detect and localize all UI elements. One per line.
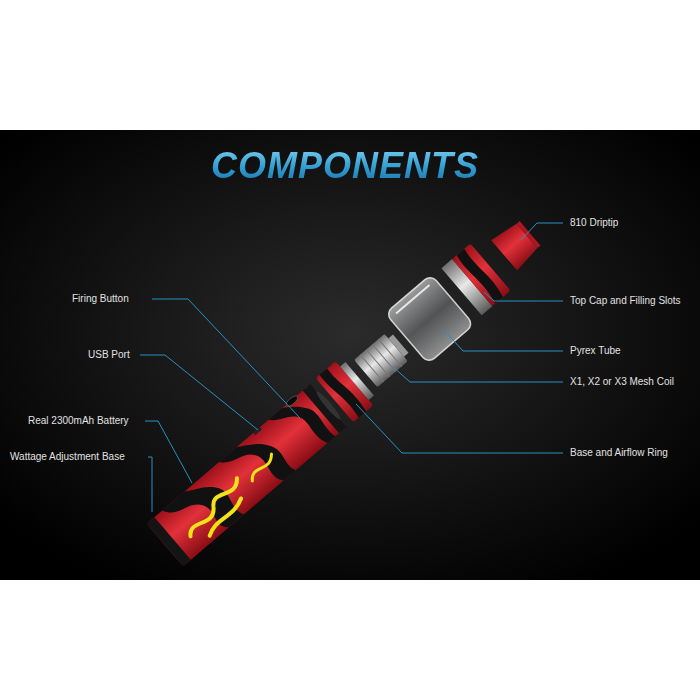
vape-kit (144, 208, 552, 570)
leader-lines (140, 223, 563, 512)
part-label: Top Cap and Filling Slots (570, 295, 681, 307)
part-label: X1, X2 or X3 Mesh Coil (570, 376, 674, 388)
part-label: Real 2300mAh Battery (28, 415, 129, 427)
part-label: USB Port (88, 349, 130, 361)
part-label: Wattage Adjustment Base (10, 451, 125, 463)
title: COMPONENTS (211, 145, 479, 187)
part-label: Firing Button (72, 293, 129, 305)
dark-band (0, 130, 700, 580)
part-label: Pyrex Tube (570, 345, 621, 357)
part-label: Base and Airflow Ring (570, 447, 668, 459)
part-label: 810 Driptip (570, 217, 618, 229)
